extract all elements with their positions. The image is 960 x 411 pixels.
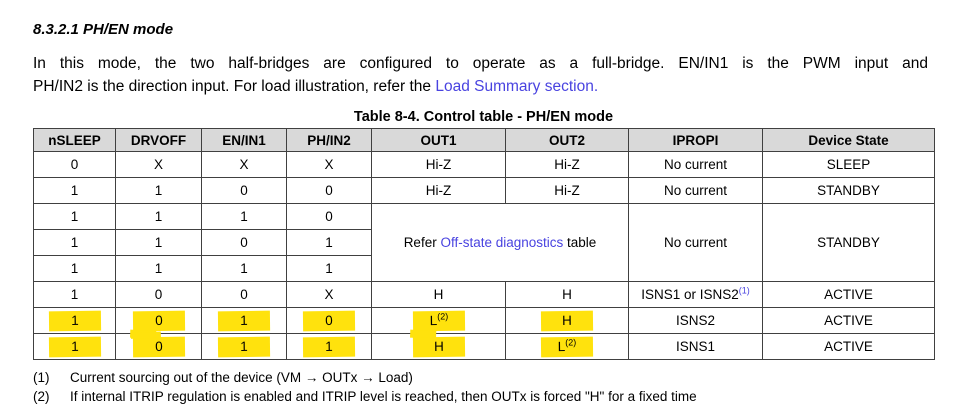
table-cell: L(2) bbox=[371, 307, 506, 334]
table-cell: 1 bbox=[33, 177, 116, 204]
table-cell: 0 bbox=[201, 281, 287, 308]
table-cell: H bbox=[505, 307, 629, 334]
table-cell: 1 bbox=[201, 255, 287, 282]
column-header-phin2: PH/IN2 bbox=[286, 128, 372, 152]
table-cell: No current bbox=[628, 151, 763, 178]
table-cell: X bbox=[201, 151, 287, 178]
footnote-number: (2) bbox=[33, 388, 50, 404]
table-cell: ISNS2 bbox=[628, 307, 763, 334]
table-cell: 1 bbox=[286, 255, 372, 282]
table-cell: SLEEP bbox=[762, 151, 935, 178]
table-row: 1 1 1 0 Refer Off-state diagnostics tabl… bbox=[33, 203, 935, 282]
table-cell: 1 bbox=[115, 177, 202, 204]
footnote-text: If internal ITRIP regulation is enabled … bbox=[70, 388, 697, 404]
table-cell: STANDBY bbox=[762, 203, 935, 282]
table-cell: 1 bbox=[201, 333, 287, 360]
refer-text: Refer bbox=[403, 235, 441, 250]
load-summary-link[interactable]: Load Summary section bbox=[435, 78, 594, 95]
table-cell: 1 bbox=[33, 203, 116, 230]
table-cell: 1 bbox=[201, 307, 287, 334]
column-header-device-state: Device State bbox=[762, 128, 935, 152]
footnote-2: (2) If internal ITRIP regulation is enab… bbox=[33, 388, 934, 407]
table-row-highlighted: 1 0 1 1 H L(2) ISNS1 ACTIVE bbox=[33, 333, 935, 360]
table-row: 1 1 0 0 Hi-Z Hi-Z No current STANDBY bbox=[33, 177, 935, 204]
table-row: 1 1 1 1 bbox=[33, 255, 935, 282]
table-section: Table 8-4. Control table - PH/EN mode nS… bbox=[33, 109, 935, 360]
column-header-ipropi: IPROPI bbox=[628, 128, 763, 152]
table-cell: Hi-Z bbox=[371, 151, 506, 178]
table-cell: H bbox=[505, 281, 629, 308]
table-cell: X bbox=[286, 151, 372, 178]
control-table: nSLEEP DRVOFF EN/IN1 PH/IN2 OUT1 OUT2 IP… bbox=[33, 128, 935, 360]
table-cell: No current bbox=[628, 203, 763, 282]
table-cell: 0 bbox=[201, 177, 287, 204]
table-cell: 1 bbox=[115, 203, 202, 230]
header-row: nSLEEP DRVOFF EN/IN1 PH/IN2 OUT1 OUT2 IP… bbox=[33, 128, 935, 152]
column-header-enin1: EN/IN1 bbox=[201, 128, 287, 152]
footnote-ref-1: (1) bbox=[738, 285, 750, 296]
table-cell: X bbox=[115, 151, 202, 178]
table-cell: 0 bbox=[115, 307, 202, 334]
table-row: 1 1 0 1 bbox=[33, 229, 935, 256]
table-cell: 1 bbox=[33, 255, 116, 282]
table-caption: Table 8-4. Control table - PH/EN mode bbox=[353, 109, 614, 125]
paragraph-line-2-period: . bbox=[593, 78, 599, 95]
table-cell: 0 bbox=[33, 151, 116, 178]
footnotes: (1) Current sourcing out of the device (… bbox=[33, 369, 934, 406]
paragraph-line-2: PH/IN2 is the direction input. For load … bbox=[33, 75, 928, 98]
table-cell: ACTIVE bbox=[762, 307, 935, 334]
paragraph-line-2-text: PH/IN2 is the direction input. For load … bbox=[33, 78, 436, 95]
column-header-out2: OUT2 bbox=[505, 128, 629, 152]
table-cell: X bbox=[286, 281, 372, 308]
table-cell: H bbox=[371, 281, 506, 308]
column-header-out1: OUT1 bbox=[371, 128, 506, 152]
table-cell: 1 bbox=[115, 255, 202, 282]
table-cell: H bbox=[371, 333, 506, 360]
table-cell: Hi-Z bbox=[505, 177, 629, 204]
table-cell: ACTIVE bbox=[762, 333, 935, 360]
table-cell: Hi-Z bbox=[371, 177, 506, 204]
table-cell: 1 bbox=[286, 333, 372, 360]
column-header-nsleep: nSLEEP bbox=[33, 128, 116, 152]
table-cell: STANDBY bbox=[762, 177, 935, 204]
table-cell: 1 bbox=[286, 229, 372, 256]
refer-diagnostics-cell: Refer Off-state diagnostics table bbox=[371, 203, 629, 282]
table-cell: 1 bbox=[33, 333, 116, 360]
table-cell: 1 bbox=[33, 229, 116, 256]
footnote-ref-2: (2) bbox=[436, 310, 448, 322]
table-cell: 1 bbox=[33, 281, 116, 308]
table-cell: 1 bbox=[33, 307, 116, 334]
table-row-highlighted: 1 0 1 0 L(2) H ISNS2 ACTIVE bbox=[33, 307, 935, 334]
table-cell: 1 bbox=[201, 203, 287, 230]
refer-text-after: table bbox=[563, 235, 597, 250]
table-cell: 0 bbox=[286, 177, 372, 204]
table-row: 1 0 0 X H H ISNS1 or ISNS2(1) ACTIVE bbox=[33, 281, 935, 308]
table-cell: Hi-Z bbox=[505, 151, 629, 178]
footnote-text: Current sourcing out of the device (VM →… bbox=[70, 370, 413, 385]
table-cell: 0 bbox=[115, 281, 202, 308]
footnote-number: (1) bbox=[33, 370, 50, 385]
table-cell: 0 bbox=[201, 229, 287, 256]
table-cell: 1 bbox=[115, 229, 202, 256]
paragraph-line-1: In this mode, the two half-bridges are c… bbox=[33, 55, 928, 72]
table-cell: ISNS1 bbox=[628, 333, 763, 360]
footnote-1: (1) Current sourcing out of the device (… bbox=[33, 369, 934, 388]
table-row: 0 X X X Hi-Z Hi-Z No current SLEEP bbox=[33, 151, 935, 178]
table-cell: 0 bbox=[286, 307, 372, 334]
column-header-drvoff: DRVOFF bbox=[115, 128, 202, 152]
section-heading: 8.3.2.1 PH/EN mode bbox=[33, 21, 174, 38]
table-cell: ISNS1 or ISNS2(1) bbox=[628, 281, 763, 308]
table-cell: ACTIVE bbox=[762, 281, 935, 308]
off-state-diagnostics-link[interactable]: Off-state diagnostics bbox=[440, 235, 564, 250]
table-cell: No current bbox=[628, 177, 763, 204]
footnote-ref-2: (2) bbox=[565, 336, 577, 348]
table-cell: 0 bbox=[115, 333, 202, 360]
table-cell: 0 bbox=[286, 203, 372, 230]
body-paragraph: In this mode, the two half-bridges are c… bbox=[33, 52, 928, 98]
table-cell: L(2) bbox=[505, 333, 629, 360]
